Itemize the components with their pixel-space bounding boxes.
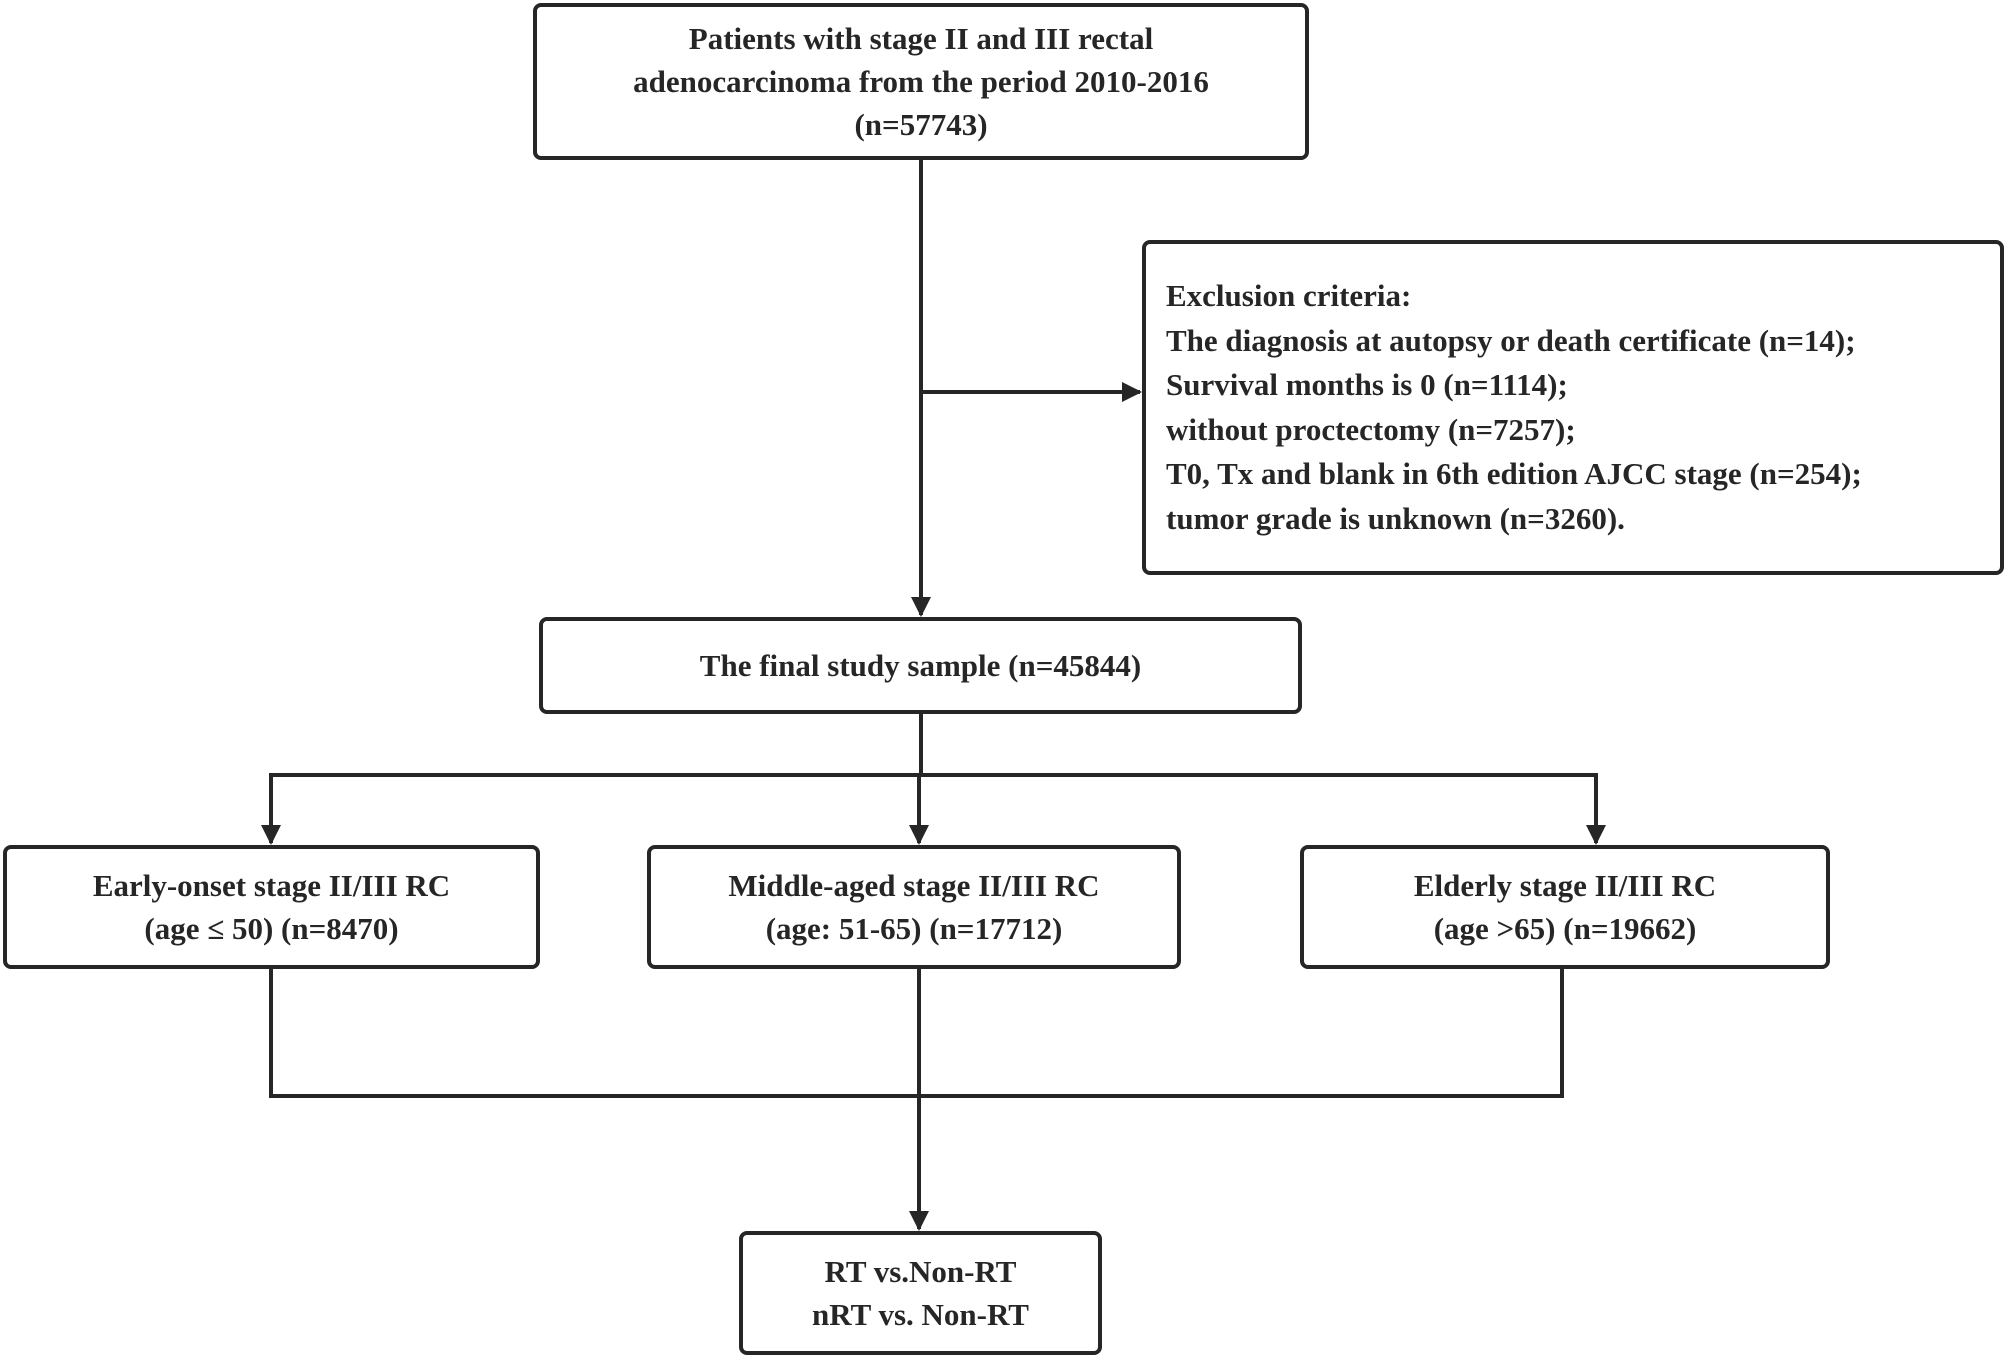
middle-aged-title: Middle-aged stage II/III RC	[728, 868, 1100, 903]
source-population-box: Patients with stage II and III rectal ad…	[533, 3, 1309, 160]
exclusion-item: The diagnosis at autopsy or death certif…	[1166, 322, 1856, 358]
elderly-title: Elderly stage II/III RC	[1413, 868, 1717, 903]
middle-aged-group-box: Middle-aged stage II/III RC (age: 51-65)…	[647, 845, 1181, 969]
early-onset-title: Early-onset stage II/III RC	[92, 868, 451, 903]
exclusion-item: tumor grade is unknown (n=3260).	[1166, 500, 1625, 536]
source-line-1: Patients with stage II and III rectal	[688, 21, 1154, 56]
elderly-count: (age >65) (n=19662)	[1433, 911, 1697, 946]
outcome-comparison-box: RT vs.Non-RT nRT vs. Non-RT	[739, 1231, 1102, 1355]
early-onset-group-box: Early-onset stage II/III RC (age ≤ 50) (…	[3, 845, 540, 969]
outcome-line-1: RT vs.Non-RT	[824, 1254, 1017, 1289]
exclusion-criteria-box: Exclusion criteria: The diagnosis at aut…	[1142, 240, 2004, 575]
middle-aged-count: (age: 51-65) (n=17712)	[765, 911, 1063, 946]
exclusion-heading: Exclusion criteria:	[1166, 278, 1412, 313]
outcome-line-2: nRT vs. Non-RT	[812, 1297, 1029, 1332]
elderly-group-box: Elderly stage II/III RC (age >65) (n=196…	[1300, 845, 1830, 969]
source-line-3: (n=57743)	[854, 107, 988, 142]
early-onset-count: (age ≤ 50) (n=8470)	[144, 911, 399, 946]
exclusion-item: Survival months is 0 (n=1114);	[1166, 367, 1568, 402]
final-sample-box: The final study sample (n=45844)	[539, 617, 1302, 714]
exclusion-item: without proctectomy (n=7257);	[1166, 411, 1576, 447]
final-sample-label: The final study sample (n=45844)	[699, 648, 1142, 683]
exclusion-item: T0, Tx and blank in 6th edition AJCC sta…	[1166, 456, 1862, 491]
source-line-2: adenocarcinoma from the period 2010-2016	[633, 64, 1209, 99]
